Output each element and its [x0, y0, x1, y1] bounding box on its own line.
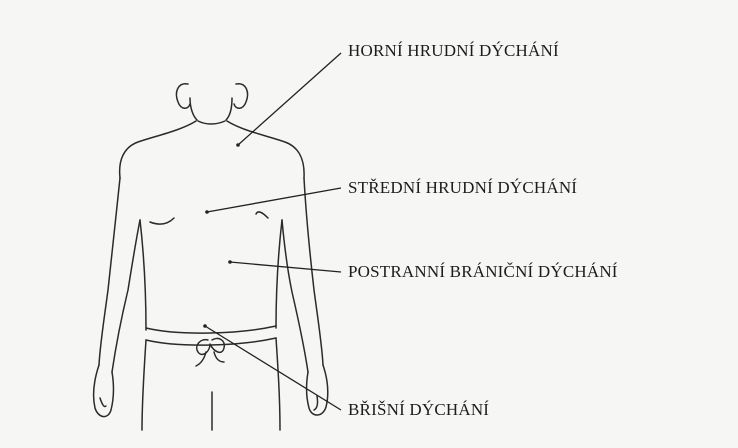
neck-left-line — [190, 98, 197, 120]
label-abdominal-breathing: BŘIŠNÍ DÝCHÁNÍ — [348, 400, 489, 420]
right-arm-inner — [282, 220, 308, 372]
torso-left-side — [140, 220, 146, 330]
marker-lateral-diaphragm — [228, 260, 232, 264]
label-upper-chest-breathing: HORNÍ HRUDNÍ DÝCHÁNÍ — [348, 41, 559, 61]
right-fingers — [314, 396, 318, 410]
left-arm-outer — [99, 178, 120, 365]
shorts-right-side — [276, 338, 280, 430]
chin-line — [198, 121, 225, 124]
marker-upper-chest — [236, 143, 240, 147]
right-shoulder — [227, 121, 304, 178]
marker-middle-chest — [205, 210, 209, 214]
chest-right-line — [256, 212, 268, 218]
leader-upper-chest — [238, 53, 341, 145]
drawstring-bow — [197, 338, 225, 354]
chest-left-line — [150, 218, 174, 224]
left-hand — [94, 365, 114, 417]
leader-lateral-diaphragm — [230, 262, 341, 272]
torso-outline — [94, 84, 328, 430]
label-middle-chest-breathing: STŘEDNÍ HRUDNÍ DÝCHÁNÍ — [348, 178, 577, 198]
label-lateral-diaphragm-breathing: POSTRANNÍ BRÁNIČNÍ DÝCHÁNÍ — [348, 262, 618, 282]
leader-middle-chest — [207, 188, 341, 212]
shorts-left-side — [142, 340, 146, 430]
neck-right-line — [226, 98, 232, 120]
left-ear — [176, 84, 190, 109]
right-arm-outer — [304, 178, 323, 365]
waistband-bottom — [146, 338, 276, 345]
torso-right-side — [276, 220, 282, 328]
leader-lines — [203, 53, 341, 410]
left-fingers — [100, 398, 106, 407]
left-shoulder — [120, 121, 196, 178]
right-ear — [234, 84, 248, 109]
left-arm-inner — [112, 220, 140, 372]
marker-abdominal — [203, 324, 207, 328]
